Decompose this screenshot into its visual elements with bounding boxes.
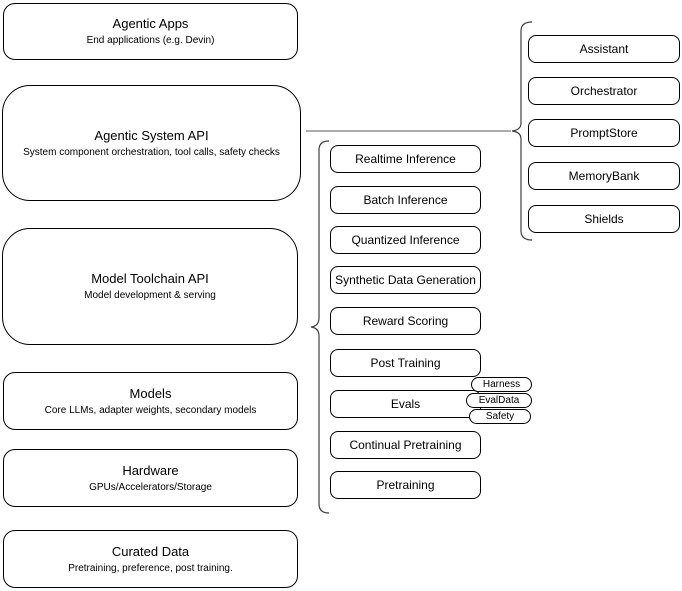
node-hardware: Hardware GPUs/Accelerators/Storage [3,449,298,507]
node-reward-scoring: Reward Scoring [330,307,481,335]
node-title: Agentic System API [94,127,209,143]
node-title: Models [129,385,172,401]
node-realtime-inference: Realtime Inference [330,145,481,173]
node-subtitle: GPUs/Accelerators/Storage [89,481,212,493]
node-shields: Shields [528,205,680,233]
node-post-training: Post Training [330,349,481,377]
tag-harness: Harness [471,377,532,392]
tag-safety: Safety [469,409,531,424]
node-evals: Evals [330,390,481,418]
node-agentic-system-api: Agentic System API System component orch… [2,85,301,201]
node-pretraining: Pretraining [330,471,481,499]
toolchain-brace-icon [310,140,330,514]
node-subtitle: End applications (e.g. Devin) [86,35,215,46]
node-memorybank: MemoryBank [528,162,680,190]
node-curated-data: Curated Data Pretraining, preference, po… [3,530,298,588]
node-assistant: Assistant [528,35,680,63]
node-orchestrator: Orchestrator [528,77,680,105]
node-title: Model Toolchain API [91,271,209,286]
node-quantized-inference: Quantized Inference [330,226,481,254]
node-agentic-apps: Agentic Apps End applications (e.g. Devi… [3,3,298,60]
node-subtitle: Core LLMs, adapter weights, secondary mo… [44,404,257,416]
node-title: Curated Data [111,543,190,559]
node-title: Hardware [122,462,179,478]
tag-evaldata: EvalData [466,393,532,408]
node-batch-inference: Batch Inference [330,186,481,214]
node-subtitle: System component orchestration, tool cal… [23,146,280,158]
node-promptstore: PromptStore [528,119,680,147]
node-model-toolchain-api: Model Toolchain API Model development & … [2,228,298,345]
node-continual-pretraining: Continual Pretraining [330,431,481,459]
node-synthetic-data-generation: Synthetic Data Generation [330,266,481,294]
node-subtitle: Model development & serving [84,290,216,301]
node-subtitle: Pretraining, preference, post training. [68,562,233,574]
node-models: Models Core LLMs, adapter weights, secon… [3,372,298,430]
node-title: Agentic Apps [112,16,189,31]
